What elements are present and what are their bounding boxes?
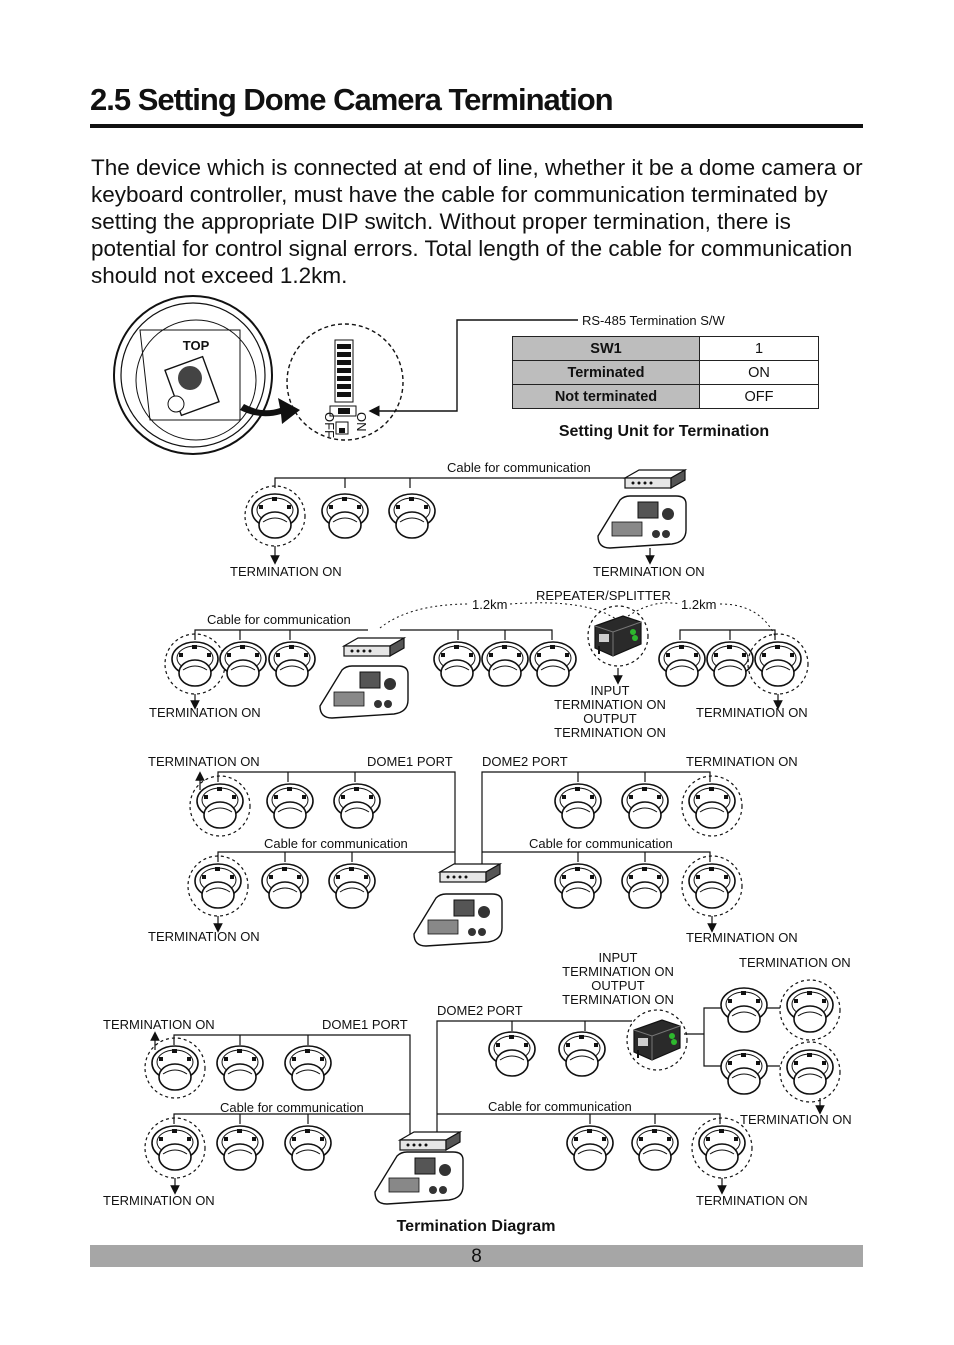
- table-cell-label: Terminated: [513, 361, 700, 385]
- termination-label: TERMINATION ON: [148, 929, 260, 944]
- cable-label: Cable for communication: [264, 836, 408, 851]
- input-label: INPUT: [599, 950, 638, 965]
- table-cell-value: ON: [700, 361, 819, 385]
- termination-label: TERMINATION ON: [562, 992, 674, 1007]
- termination-label: TERMINATION ON: [554, 697, 666, 712]
- termination-label: TERMINATION ON: [740, 1112, 852, 1127]
- cable-label: Cable for communication: [207, 612, 351, 627]
- dome1-port-label: DOME1 PORT: [322, 1017, 408, 1032]
- termination-label: TERMINATION ON: [696, 705, 808, 720]
- diagram-row-4: INPUT TERMINATION ON OUTPUT TERMINATION …: [103, 950, 852, 1208]
- cable-label: Cable for communication: [447, 460, 591, 475]
- table-row: Terminated ON: [513, 361, 819, 385]
- output-label: OUTPUT: [591, 978, 645, 993]
- setting-unit-caption: Setting Unit for Termination: [559, 423, 769, 440]
- table-row: Not terminated OFF: [513, 385, 819, 409]
- diagram-caption: Termination Diagram: [397, 1218, 556, 1235]
- page-footer: 8: [90, 1245, 863, 1267]
- table-header-label: SW1: [513, 337, 700, 361]
- termination-label: TERMINATION ON: [696, 1193, 808, 1208]
- dome2-port-label: DOME2 PORT: [437, 1003, 523, 1018]
- diagram-row-1: Cable for communication TERMINATION ON T…: [230, 460, 705, 579]
- table-header-value: 1: [700, 337, 819, 361]
- cable-label: Cable for communication: [220, 1100, 364, 1115]
- rs485-label: RS-485 Termination S/W: [582, 313, 726, 328]
- termination-label: TERMINATION ON: [686, 930, 798, 945]
- termination-label: TERMINATION ON: [593, 564, 705, 579]
- termination-label: TERMINATION ON: [739, 955, 851, 970]
- dome2-port-label: DOME2 PORT: [482, 754, 568, 769]
- input-label: INPUT: [591, 683, 630, 698]
- table-cell-value: OFF: [700, 385, 819, 409]
- termination-label: TERMINATION ON: [103, 1017, 215, 1032]
- termination-label: TERMINATION ON: [562, 964, 674, 979]
- termination-label: TERMINATION ON: [149, 705, 261, 720]
- termination-label: TERMINATION ON: [230, 564, 342, 579]
- termination-table: SW1 1 Terminated ON Not terminated OFF: [512, 336, 819, 409]
- termination-label: TERMINATION ON: [554, 725, 666, 740]
- dome1-port-label: DOME1 PORT: [367, 754, 453, 769]
- output-label: OUTPUT: [583, 711, 637, 726]
- dip-off-label: OFF: [322, 412, 337, 438]
- diagram-row-2: Cable for communication TERMINATION ON 1…: [149, 588, 808, 740]
- table-cell-label: Not terminated: [513, 385, 700, 409]
- termination-label: TERMINATION ON: [103, 1193, 215, 1208]
- dip-switch-zoom: ON OFF: [287, 324, 403, 440]
- distance-label: 1.2km: [681, 597, 716, 612]
- repeater-label: REPEATER/SPLITTER: [536, 588, 671, 603]
- termination-label: TERMINATION ON: [148, 754, 260, 769]
- termination-label: TERMINATION ON: [686, 754, 798, 769]
- dome-top-view: TOP: [114, 296, 272, 454]
- diagram-row-3: TERMINATION ON DOME1 PORT DOME2 PORT TER…: [148, 754, 798, 946]
- table-row: SW1 1: [513, 337, 819, 361]
- top-label: TOP: [183, 338, 210, 353]
- page-number: 8: [471, 1246, 482, 1267]
- cable-label: Cable for communication: [529, 836, 673, 851]
- cable-label: Cable for communication: [488, 1099, 632, 1114]
- distance-label: 1.2km: [472, 597, 507, 612]
- dip-on-label: ON: [354, 412, 369, 432]
